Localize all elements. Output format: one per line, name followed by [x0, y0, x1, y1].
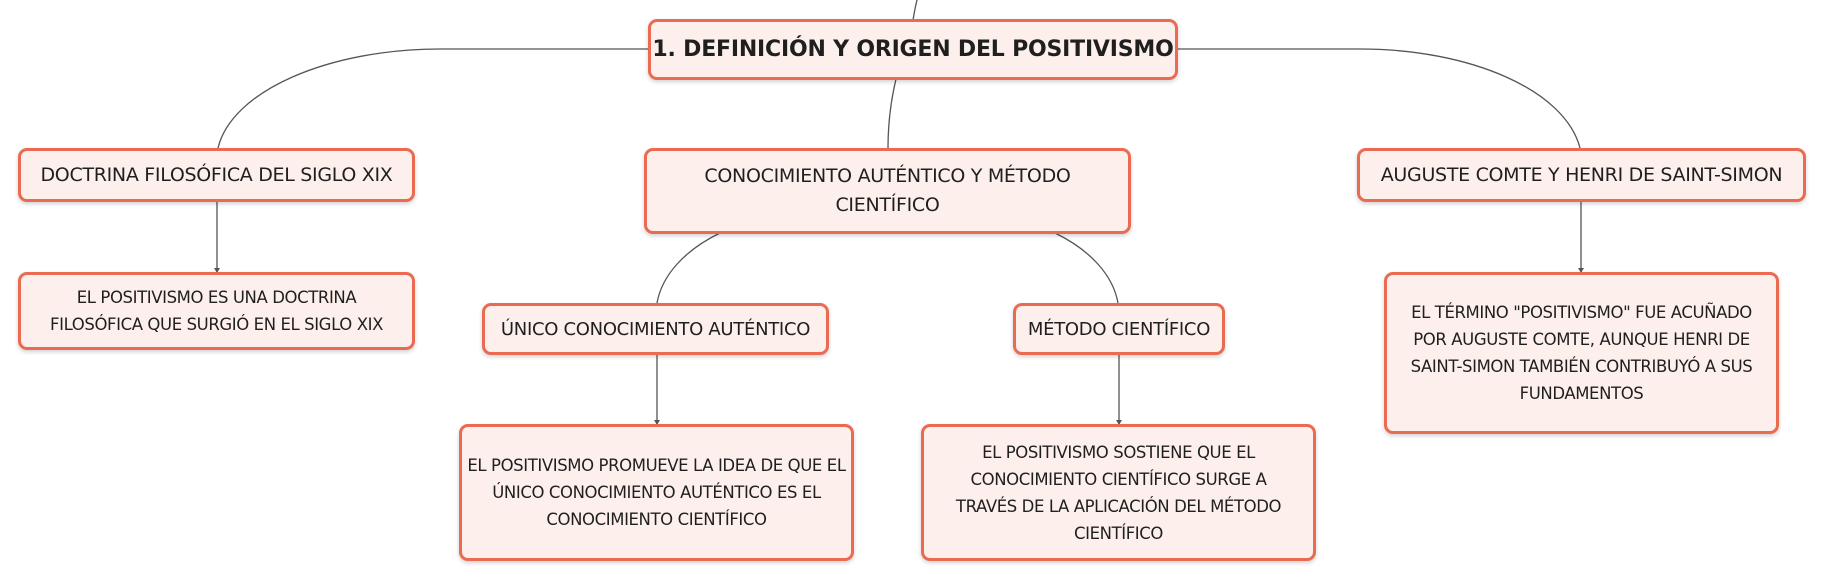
connector-root-center — [887, 78, 897, 149]
detail-node-unico[interactable]: EL POSITIVISMO PROMUEVE LA IDEA DE QUE E… — [459, 424, 854, 561]
root-node[interactable]: 1. DEFINICIÓN Y ORIGEN DEL POSITIVISMO — [648, 19, 1178, 80]
detail-node-comte[interactable]: EL TÉRMINO "POSITIVISMO" FUE ACUÑADO POR… — [1384, 272, 1779, 434]
subbranch-node-metodo[interactable]: MÉTODO CIENTÍFICO — [1013, 303, 1225, 355]
arrowhead-subleft-detail — [654, 420, 660, 425]
connector-center-subleft — [656, 232, 721, 304]
branch-label: AUGUSTE COMTE Y HENRI DE SAINT-SIMON — [1380, 163, 1783, 186]
subbranch-node-unico[interactable]: ÚNICO CONOCIMIENTO AUTÉNTICO — [482, 303, 829, 355]
branch-node-conocimiento[interactable]: CONOCIMIENTO AUTÉNTICO Y MÉTODO CIENTÍFI… — [644, 148, 1131, 234]
connector-center-subright — [1054, 232, 1119, 304]
branch-label: DOCTRINA FILOSÓFICA DEL SIGLO XIX — [40, 163, 393, 186]
branch-label: CONOCIMIENTO AUTÉNTICO Y MÉTODO CIENTÍFI… — [704, 165, 1071, 216]
branch-node-doctrina[interactable]: DOCTRINA FILOSÓFICA DEL SIGLO XIX — [18, 148, 415, 202]
branch-node-comte[interactable]: AUGUSTE COMTE Y HENRI DE SAINT-SIMON — [1357, 148, 1806, 202]
root-title: 1. DEFINICIÓN Y ORIGEN DEL POSITIVISMO — [652, 37, 1174, 62]
connector-incoming — [912, 0, 918, 21]
arrowhead-subright-detail — [1116, 420, 1122, 425]
detail-text: EL TÉRMINO "POSITIVISMO" FUE ACUÑADO POR… — [1410, 303, 1753, 403]
detail-text: EL POSITIVISMO ES UNA DOCTRINA FILOSÓFIC… — [50, 288, 383, 334]
arrowhead-right-detail — [1578, 268, 1584, 273]
subbranch-label: ÚNICO CONOCIMIENTO AUTÉNTICO — [500, 318, 811, 340]
subbranch-label: MÉTODO CIENTÍFICO — [1027, 318, 1211, 340]
detail-node-metodo[interactable]: EL POSITIVISMO SOSTIENE QUE EL CONOCIMIE… — [921, 424, 1316, 561]
detail-node-doctrina[interactable]: EL POSITIVISMO ES UNA DOCTRINA FILOSÓFIC… — [18, 272, 415, 350]
detail-text: EL POSITIVISMO PROMUEVE LA IDEA DE QUE E… — [467, 456, 846, 529]
detail-text: EL POSITIVISMO SOSTIENE QUE EL CONOCIMIE… — [955, 442, 1282, 543]
connector-root-right — [1177, 48, 1581, 149]
arrowhead-left-detail — [214, 268, 220, 273]
connector-root-left — [217, 48, 650, 149]
